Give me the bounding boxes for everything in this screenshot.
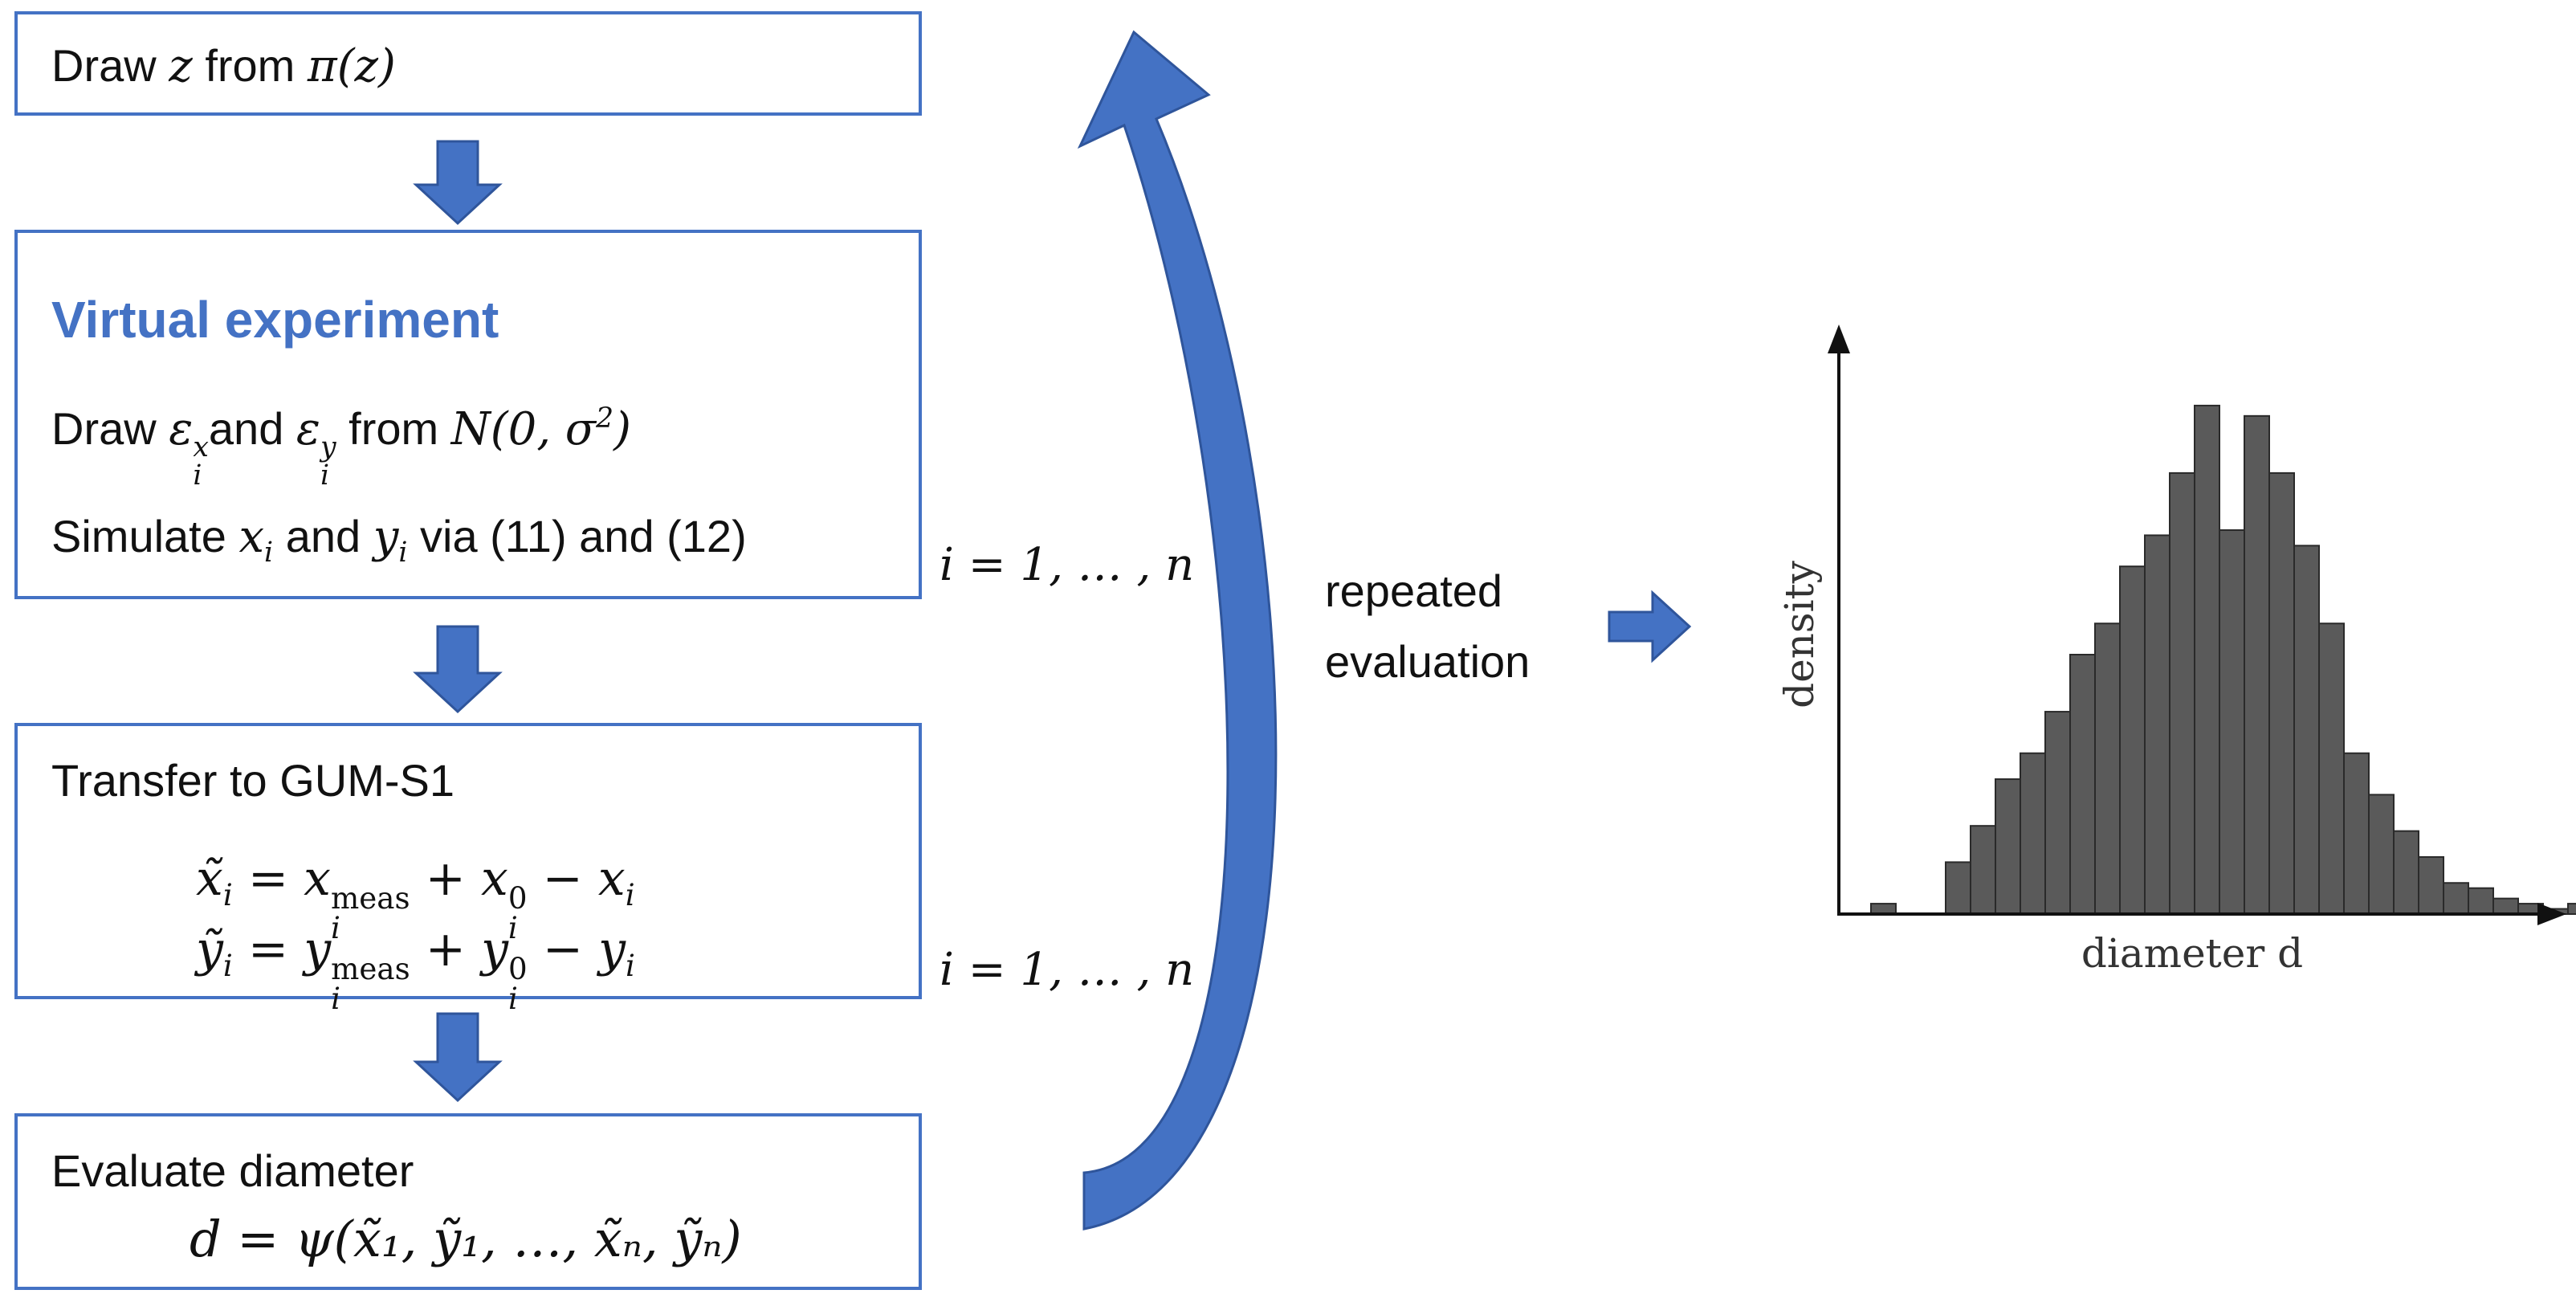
histogram-bar (2069, 654, 2096, 915)
down-arrow-2-icon (413, 625, 503, 714)
histogram-bar (2044, 711, 2071, 915)
histogram-bar (2094, 622, 2121, 915)
evaluate-eq: d = ψ(x̃₁, ỹ₁, …, x̃ₙ, ỹₙ) (190, 1210, 742, 1268)
virtual-experiment-title: Virtual experiment (51, 291, 499, 349)
histogram-bar (1995, 778, 2021, 915)
loop-label-1: repeated (1325, 565, 1503, 616)
y-axis-label: density (1776, 560, 1823, 708)
evaluate-title: Evaluate diameter (51, 1145, 414, 1196)
histogram-bar (2144, 534, 2170, 915)
loop-curved-arrow-icon (1077, 30, 1278, 1231)
histogram-bar (2268, 471, 2295, 915)
histogram-bar (2244, 414, 2270, 915)
histogram-bar (2393, 830, 2419, 916)
x-axis-label: diameter d (2081, 930, 2303, 977)
simulate-line: Simulate xi and yi via (11) and (12) (51, 511, 747, 569)
histogram-bar (1970, 825, 1996, 916)
right-arrow-icon (1608, 590, 1692, 663)
histogram-bar (2293, 545, 2320, 916)
down-arrow-3-icon (413, 1012, 503, 1103)
histogram-bar (2020, 752, 2046, 915)
histogram-bar (2418, 855, 2444, 915)
transfer-title: Transfer to GUM-S1 (51, 755, 455, 806)
histogram-bar (2219, 529, 2245, 916)
box-evaluate: Evaluate diameter d = ψ(x̃₁, ỹ₁, …, x̃ₙ,… (14, 1113, 922, 1290)
loop-label-2: evaluation (1325, 636, 1531, 687)
y-axis-arrow-icon (1828, 324, 1850, 353)
histogram-bar (2567, 903, 2576, 915)
histogram-bar (1945, 861, 1971, 916)
box-draw-z: Draw z from π(z) (14, 11, 922, 116)
down-arrow-1-icon (413, 140, 503, 226)
histogram-bar (2443, 882, 2469, 915)
index-range-1: i = 1, … , n (940, 539, 1195, 591)
histogram-bar (2194, 404, 2220, 916)
index-range-2: i = 1, … , n (940, 944, 1195, 996)
histogram-bar (2368, 794, 2395, 915)
histogram-bar (2468, 887, 2494, 915)
histogram-bar (2492, 897, 2519, 915)
box-draw-z-text: Draw z from π(z) (51, 40, 396, 92)
histogram-bars (1870, 404, 2576, 916)
histogram-bar (2318, 622, 2345, 915)
histogram-bar (2169, 471, 2195, 915)
x-axis-arrow-icon (2537, 903, 2566, 925)
histogram-bar (2119, 565, 2146, 915)
histogram-bar (2343, 752, 2370, 915)
